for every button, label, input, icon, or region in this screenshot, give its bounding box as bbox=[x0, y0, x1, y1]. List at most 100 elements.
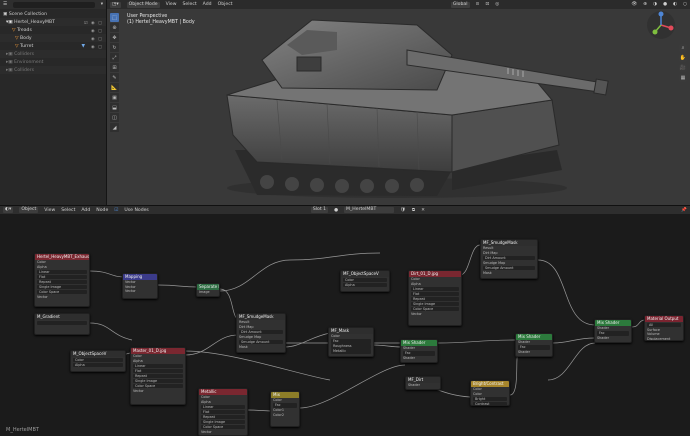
material-output-node[interactable]: Material Output All Surface Volume Displ… bbox=[644, 315, 684, 341]
node-field[interactable]: Single Image bbox=[411, 301, 459, 306]
material-name-field[interactable]: M_HertelMBT bbox=[344, 207, 395, 213]
outliner-row[interactable]: ▸▣ Colliders bbox=[0, 50, 106, 58]
shading-solid-icon[interactable]: ● bbox=[662, 2, 667, 7]
node-field[interactable]: Repeat bbox=[411, 296, 459, 301]
cursor-icon[interactable]: ⊕ bbox=[110, 23, 119, 32]
mix-shader-node[interactable]: Mix Shader Shader Fac Shader bbox=[594, 319, 632, 343]
node-field[interactable]: Flat bbox=[37, 274, 87, 279]
node-field[interactable]: Contrast bbox=[473, 401, 507, 405]
view-menu[interactable]: View bbox=[44, 207, 56, 213]
overlay-icon[interactable]: ◑ bbox=[652, 2, 657, 7]
mix-shader-node[interactable]: Mix Shader Shader Fac Shader bbox=[400, 339, 438, 363]
image-texture-node[interactable]: Hertel_HeavyMBT_Exhaust.png Color Alpha … bbox=[34, 253, 90, 307]
node-field[interactable]: Metallic bbox=[331, 349, 371, 354]
node-field[interactable]: Color bbox=[343, 277, 387, 282]
group-node[interactable]: MF_SmudgeMask Result Dirt Map Dirt Amoun… bbox=[480, 239, 538, 279]
editor-type-icon[interactable]: ◳▾ bbox=[110, 1, 121, 8]
node-field[interactable]: Linear bbox=[37, 269, 87, 274]
node-field[interactable]: Dirt Amount bbox=[239, 329, 283, 334]
node-field[interactable]: Flat bbox=[133, 368, 183, 373]
mix-rgb-node[interactable]: Mix Color Fac Color1 Color2 bbox=[270, 391, 300, 427]
outliner-row[interactable]: ▸▣ Colliders bbox=[0, 66, 106, 74]
node-field[interactable]: Color Space bbox=[133, 383, 183, 388]
proportional-icon[interactable]: ◎ bbox=[495, 2, 500, 7]
mode-dropdown[interactable]: Object Mode bbox=[126, 1, 160, 8]
select-box-icon[interactable]: ⬚ bbox=[110, 13, 119, 22]
node-canvas[interactable]: Hertel_HeavyMBT_Exhaust.png Color Alpha … bbox=[0, 215, 690, 436]
add-menu[interactable]: Add bbox=[81, 207, 91, 213]
object-menu[interactable]: Object bbox=[217, 2, 233, 7]
group-node[interactable]: M_Gradient bbox=[34, 313, 90, 335]
node-field[interactable]: Dirt Amount bbox=[483, 255, 535, 260]
node-field[interactable]: Color Space bbox=[201, 424, 245, 429]
measure-icon[interactable]: 📐 bbox=[110, 83, 119, 92]
pin-icon[interactable]: 📌 bbox=[681, 207, 687, 213]
node-field[interactable]: Repeat bbox=[201, 414, 245, 419]
node-field[interactable]: Fac bbox=[331, 339, 371, 344]
group-node[interactable]: M_ObjectSpaceV Color Alpha bbox=[70, 350, 126, 372]
3d-viewport[interactable]: ◳▾ Object Mode View Select Add Object Gl… bbox=[107, 0, 690, 205]
node-field[interactable]: Single Image bbox=[201, 419, 245, 424]
annotate-icon[interactable]: ✎ bbox=[110, 73, 119, 82]
tank-model[interactable] bbox=[107, 0, 690, 205]
group-node[interactable]: MF_Dirt Shader bbox=[405, 376, 441, 390]
extrude-icon[interactable]: ⬓ bbox=[110, 103, 119, 112]
select-menu[interactable]: Select bbox=[182, 2, 197, 7]
visibility-icon[interactable]: ☑ ◉ ▢ bbox=[83, 19, 103, 25]
move-icon[interactable]: ✥ bbox=[110, 33, 119, 42]
node-field[interactable]: Linear bbox=[201, 404, 245, 409]
bevel-icon[interactable]: ◢ bbox=[110, 123, 119, 132]
node-field[interactable]: Color bbox=[73, 357, 123, 362]
shader-type-dropdown[interactable]: Object bbox=[19, 207, 39, 213]
shading-material-icon[interactable]: ◐ bbox=[672, 2, 677, 7]
image-texture-node[interactable]: Metallic Color Alpha Linear Flat Repeat … bbox=[198, 388, 248, 436]
pan-icon[interactable]: ✋ bbox=[679, 54, 687, 62]
transform-icon[interactable]: ⊞ bbox=[110, 63, 119, 72]
camera-icon[interactable]: 🎥 bbox=[679, 64, 687, 72]
node-field[interactable]: Single Image bbox=[133, 378, 183, 383]
node-field[interactable]: Bright bbox=[473, 396, 507, 401]
node-field[interactable]: Alpha bbox=[343, 282, 387, 287]
node-field[interactable]: Single Image bbox=[37, 284, 87, 289]
mix-shader-node[interactable]: Mix Shader Shader Fac Shader bbox=[515, 333, 553, 357]
node-field[interactable]: Color Space bbox=[37, 289, 87, 294]
filter-icon[interactable]: ▾ bbox=[100, 2, 103, 7]
node-field[interactable]: Color Space bbox=[411, 306, 459, 311]
node-field[interactable]: Linear bbox=[411, 286, 459, 291]
node-field[interactable]: All bbox=[647, 322, 681, 327]
fake-user-icon[interactable]: 🛡 bbox=[400, 207, 406, 213]
node-field[interactable]: Flat bbox=[201, 409, 245, 414]
use-nodes-checkbox[interactable]: ☑ bbox=[114, 207, 119, 213]
outliner-row[interactable]: ▾▣ Hertel_HeavyMBT☑ ◉ ▢ bbox=[0, 18, 106, 26]
node-field[interactable]: Linear bbox=[133, 363, 183, 368]
zoom-icon[interactable]: ⌕ bbox=[679, 44, 687, 52]
visibility-icon[interactable]: ◉ ▢ bbox=[91, 35, 103, 41]
outliner-row[interactable]: ▣ Scene Collection bbox=[0, 10, 106, 18]
outliner-row[interactable]: ▽ Turret▼◉ ▢ bbox=[0, 42, 106, 50]
scale-icon[interactable]: ⤢ bbox=[110, 53, 119, 62]
group-node[interactable]: MF_SmudgeMask Result Dirt Map Dirt Amoun… bbox=[236, 313, 286, 353]
copy-icon[interactable]: ⧉ bbox=[411, 208, 416, 213]
navigation-gizmo[interactable] bbox=[646, 10, 676, 40]
shader-node-editor[interactable]: ◐▾ Object View Select Add Node ☑Use Node… bbox=[0, 205, 690, 436]
grid-icon[interactable]: ▦ bbox=[679, 74, 687, 82]
snap-icon[interactable]: ⊡ bbox=[485, 2, 490, 7]
image-texture-node[interactable]: Master_01_D.jpg Color Alpha Linear Flat … bbox=[130, 347, 186, 405]
node-menu[interactable]: Node bbox=[96, 207, 109, 213]
view-menu[interactable]: View bbox=[165, 2, 177, 7]
outliner-row[interactable]: ▽ Treads◉ ▢ bbox=[0, 26, 106, 34]
editor-type-icon[interactable]: ◐▾ bbox=[3, 207, 14, 213]
node-field[interactable]: Smudge Amount bbox=[483, 265, 535, 270]
node-field[interactable]: Flat bbox=[411, 291, 459, 296]
outliner-row[interactable]: ▸▣ Environment bbox=[0, 58, 106, 66]
gizmo-toggle-icon[interactable]: ⊕ bbox=[643, 2, 647, 7]
rotate-icon[interactable]: ↻ bbox=[110, 43, 119, 52]
node-field[interactable]: Fac bbox=[403, 351, 435, 356]
select-menu[interactable]: Select bbox=[61, 207, 76, 213]
add-cube-icon[interactable]: ▣ bbox=[110, 93, 119, 102]
image-texture-node[interactable]: Dirt_01_D.jpg Color Alpha Linear Flat Re… bbox=[408, 270, 462, 326]
outliner-icon[interactable]: ☰ bbox=[3, 2, 8, 7]
outliner-search[interactable] bbox=[13, 1, 95, 8]
group-node[interactable]: MF_Mask Color Fac Roughness Metallic bbox=[328, 327, 374, 357]
close-icon[interactable]: ✕ bbox=[421, 207, 426, 213]
